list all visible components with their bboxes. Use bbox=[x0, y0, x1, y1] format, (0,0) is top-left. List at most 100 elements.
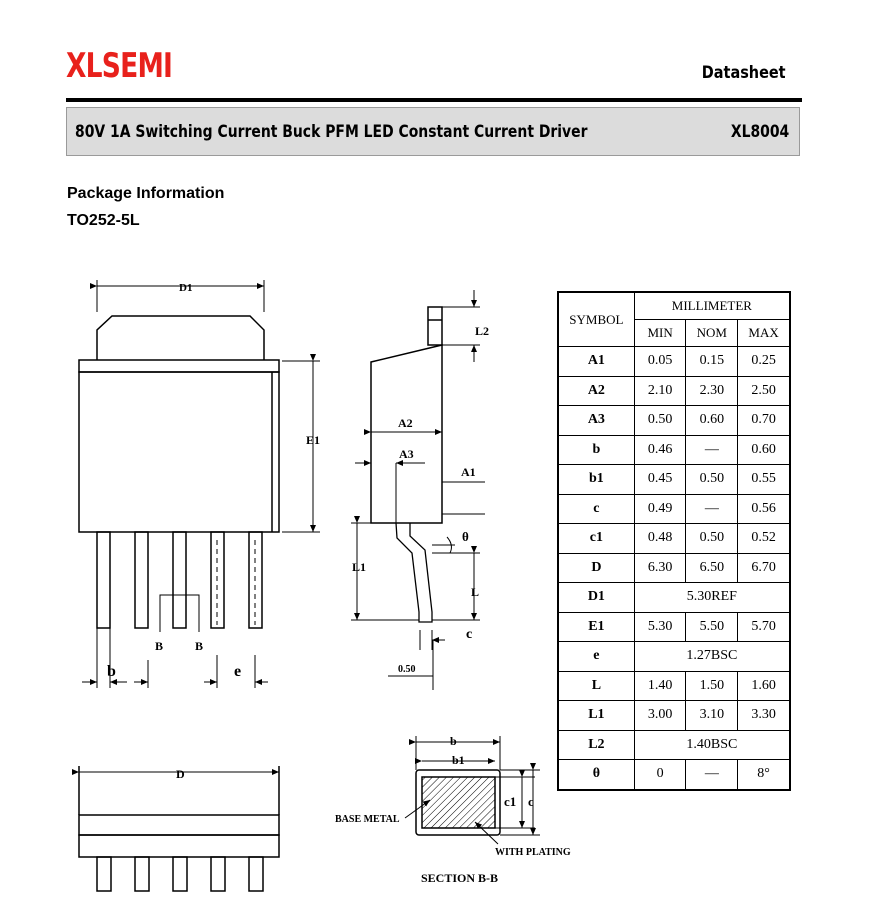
symbol-cell: c1 bbox=[557, 523, 635, 554]
label-b-section-left: B bbox=[155, 639, 163, 653]
nom-cell: 6.50 bbox=[685, 552, 739, 583]
document-title: 80V 1A Switching Current Buck PFM LED Co… bbox=[75, 122, 588, 142]
min-cell: 2.10 bbox=[633, 375, 687, 406]
label-a1: A1 bbox=[461, 465, 476, 479]
min-cell: 3.00 bbox=[633, 700, 687, 731]
symbol-cell: D bbox=[557, 552, 635, 583]
min-cell: 6.30 bbox=[633, 552, 687, 583]
label-section-title: SECTION B-B bbox=[421, 871, 498, 885]
min-cell: 0.05 bbox=[633, 346, 687, 377]
side-view bbox=[351, 290, 485, 690]
symbol-cell: A2 bbox=[557, 375, 635, 406]
max-cell: 0.55 bbox=[737, 464, 791, 495]
max-cell: 6.70 bbox=[737, 552, 791, 583]
label-e1: E1 bbox=[306, 433, 320, 447]
symbol-cell: L bbox=[557, 670, 635, 701]
nom-cell: 2.30 bbox=[685, 375, 739, 406]
section-view bbox=[404, 736, 540, 845]
label-d1: D1 bbox=[179, 282, 192, 294]
max-cell: 0.56 bbox=[737, 493, 791, 524]
col-nom: NOM bbox=[685, 319, 739, 347]
symbol-cell: D1 bbox=[557, 582, 635, 613]
max-cell: 0.52 bbox=[737, 523, 791, 554]
label-sec-b: b bbox=[450, 734, 457, 748]
col-min: MIN bbox=[633, 319, 687, 347]
symbol-cell: A1 bbox=[557, 346, 635, 377]
max-cell: 2.50 bbox=[737, 375, 791, 406]
nom-cell: 1.50 bbox=[685, 670, 739, 701]
max-cell: 5.70 bbox=[737, 611, 791, 642]
label-b-section-right: B bbox=[195, 639, 203, 653]
nom-cell: 0.50 bbox=[685, 523, 739, 554]
label-d: D bbox=[176, 767, 185, 781]
nom-cell: — bbox=[685, 493, 739, 524]
symbol-cell: L1 bbox=[557, 700, 635, 731]
label-c: c bbox=[466, 627, 472, 642]
nom-cell: 0.15 bbox=[685, 346, 739, 377]
min-cell: 0.50 bbox=[633, 405, 687, 436]
bottom-view bbox=[72, 766, 280, 892]
part-number: XL8004 bbox=[730, 122, 789, 142]
max-cell: 8° bbox=[737, 759, 791, 790]
brand-logo: XLSEMI bbox=[66, 46, 173, 86]
unit-header: MILLIMETER bbox=[633, 291, 791, 320]
label-l: L bbox=[471, 585, 479, 599]
doc-type-label: Datasheet bbox=[702, 63, 786, 83]
nom-cell: 0.60 bbox=[685, 405, 739, 436]
symbol-cell: b1 bbox=[557, 464, 635, 495]
label-pitch: 0.50 bbox=[398, 664, 416, 675]
label-l1: L1 bbox=[352, 560, 366, 574]
min-cell: 0 bbox=[633, 759, 687, 790]
symbol-cell: θ bbox=[557, 759, 635, 790]
symbol-cell: E1 bbox=[557, 611, 635, 642]
nom-cell: 5.50 bbox=[685, 611, 739, 642]
label-e: e bbox=[234, 663, 241, 680]
symbol-cell: c bbox=[557, 493, 635, 524]
symbol-cell: A3 bbox=[557, 405, 635, 436]
ref-cell: 1.27BSC bbox=[633, 641, 791, 672]
symbol-cell: e bbox=[557, 641, 635, 672]
nom-cell: 0.50 bbox=[685, 464, 739, 495]
header-rule bbox=[66, 98, 802, 102]
label-a2: A2 bbox=[398, 416, 413, 430]
title-bar: 80V 1A Switching Current Buck PFM LED Co… bbox=[66, 107, 800, 156]
ref-cell: 5.30REF bbox=[633, 582, 791, 613]
label-with-plating: WITH PLATING bbox=[495, 847, 571, 858]
label-sec-b1: b1 bbox=[452, 753, 465, 767]
symbol-cell: L2 bbox=[557, 729, 635, 760]
min-cell: 0.45 bbox=[633, 464, 687, 495]
label-sec-c1: c1 bbox=[504, 794, 516, 809]
max-cell: 0.60 bbox=[737, 434, 791, 465]
symbol-cell: b bbox=[557, 434, 635, 465]
max-cell: 0.25 bbox=[737, 346, 791, 377]
min-cell: 1.40 bbox=[633, 670, 687, 701]
section-heading: Package Information bbox=[67, 185, 225, 202]
nom-cell: — bbox=[685, 759, 739, 790]
min-cell: 0.46 bbox=[633, 434, 687, 465]
label-l2: L2 bbox=[475, 324, 489, 338]
max-cell: 0.70 bbox=[737, 405, 791, 436]
top-view bbox=[78, 280, 320, 688]
min-cell: 0.49 bbox=[633, 493, 687, 524]
nom-cell: — bbox=[685, 434, 739, 465]
min-cell: 0.48 bbox=[633, 523, 687, 554]
label-base-metal: BASE METAL bbox=[335, 814, 400, 825]
col-max: MAX bbox=[737, 319, 791, 347]
max-cell: 1.60 bbox=[737, 670, 791, 701]
